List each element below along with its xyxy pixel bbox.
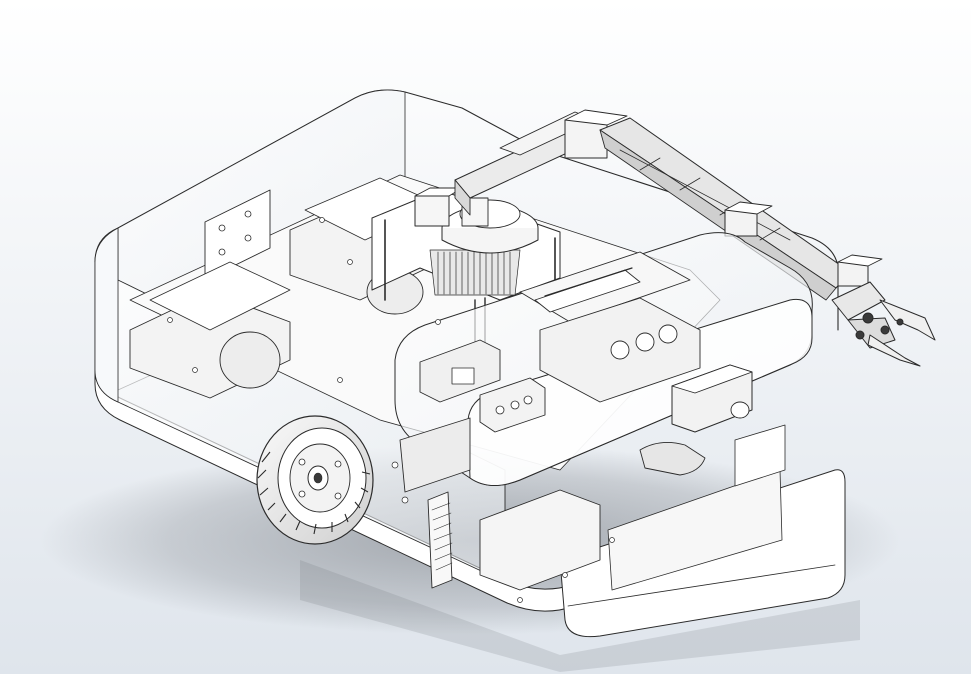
drive-motor xyxy=(639,441,706,476)
drive-wheel-icon xyxy=(256,415,374,545)
gripper-icon xyxy=(831,281,936,367)
connector-strip xyxy=(427,491,453,589)
connector-strip-lines xyxy=(431,502,453,571)
side-motor-box-top xyxy=(671,364,753,394)
bumper-panel xyxy=(607,469,783,591)
rear-bracket-hole xyxy=(244,234,252,242)
front-bracket xyxy=(479,489,601,591)
rear-bracket-hole xyxy=(218,224,226,232)
shell-corner xyxy=(94,227,119,403)
wheel-well-left xyxy=(219,331,281,389)
electronics-board-icon xyxy=(519,251,701,403)
ground-shadow-front xyxy=(300,560,860,672)
robot-arm-icon xyxy=(454,109,883,301)
side-motor-shaft xyxy=(730,401,750,419)
front-motor-housing xyxy=(399,417,471,493)
label-block xyxy=(451,367,475,385)
bumper-slot xyxy=(734,424,786,487)
robot-chassis-icon xyxy=(94,89,936,638)
rear-bracket-hole xyxy=(218,248,226,256)
bumper-lower-edge xyxy=(567,564,836,607)
rear-bracket-plate xyxy=(204,189,271,281)
mounting-holes xyxy=(167,217,615,603)
turntable-motor-icon xyxy=(414,187,539,254)
heatsink xyxy=(429,249,521,296)
motor-bracket-left-top xyxy=(149,261,291,331)
rear-bracket-hole xyxy=(244,210,252,218)
